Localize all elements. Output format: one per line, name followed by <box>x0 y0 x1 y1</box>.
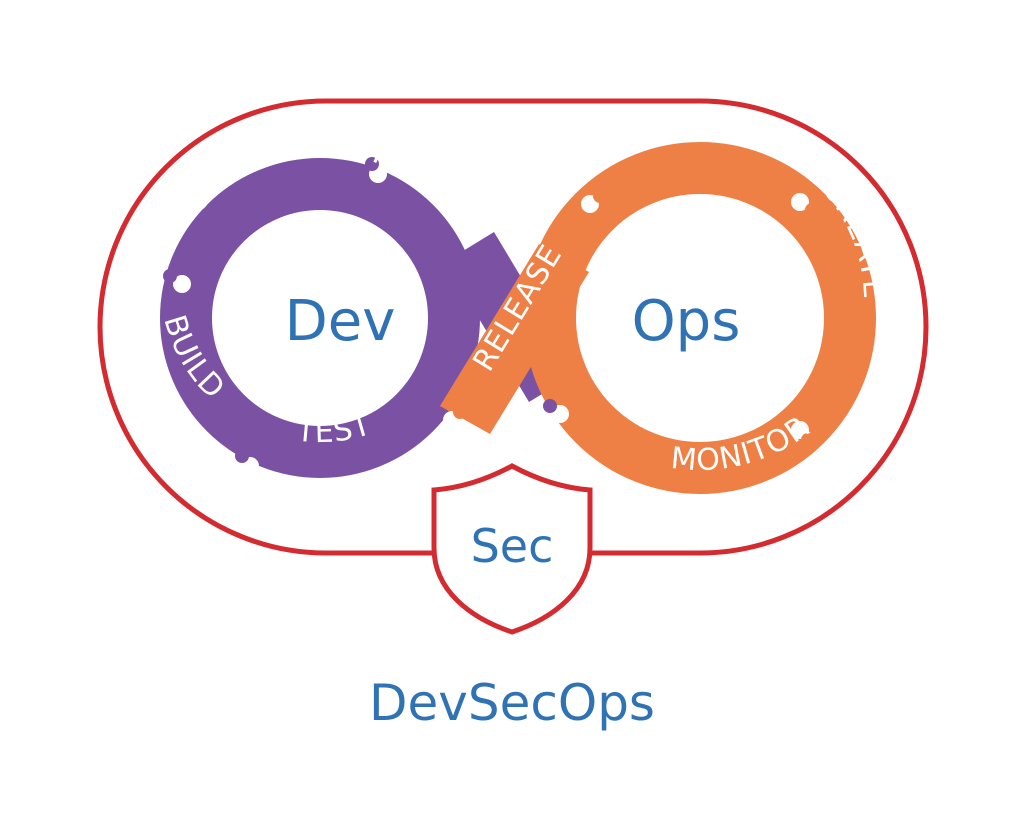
dev-ring-joints <box>163 157 467 475</box>
segment-label-monitor: MONITOR <box>669 409 816 478</box>
ops-ring-joints <box>543 189 819 447</box>
segment-release <box>440 244 589 434</box>
ops-label: Ops <box>632 289 741 354</box>
sec-label: Sec <box>471 519 554 573</box>
sec-shield <box>431 463 593 635</box>
dev-label: Dev <box>285 289 396 354</box>
dev-ring <box>160 158 480 478</box>
segment-label-test: TEST <box>294 407 376 450</box>
diagram-title: DevSecOps <box>369 674 655 732</box>
